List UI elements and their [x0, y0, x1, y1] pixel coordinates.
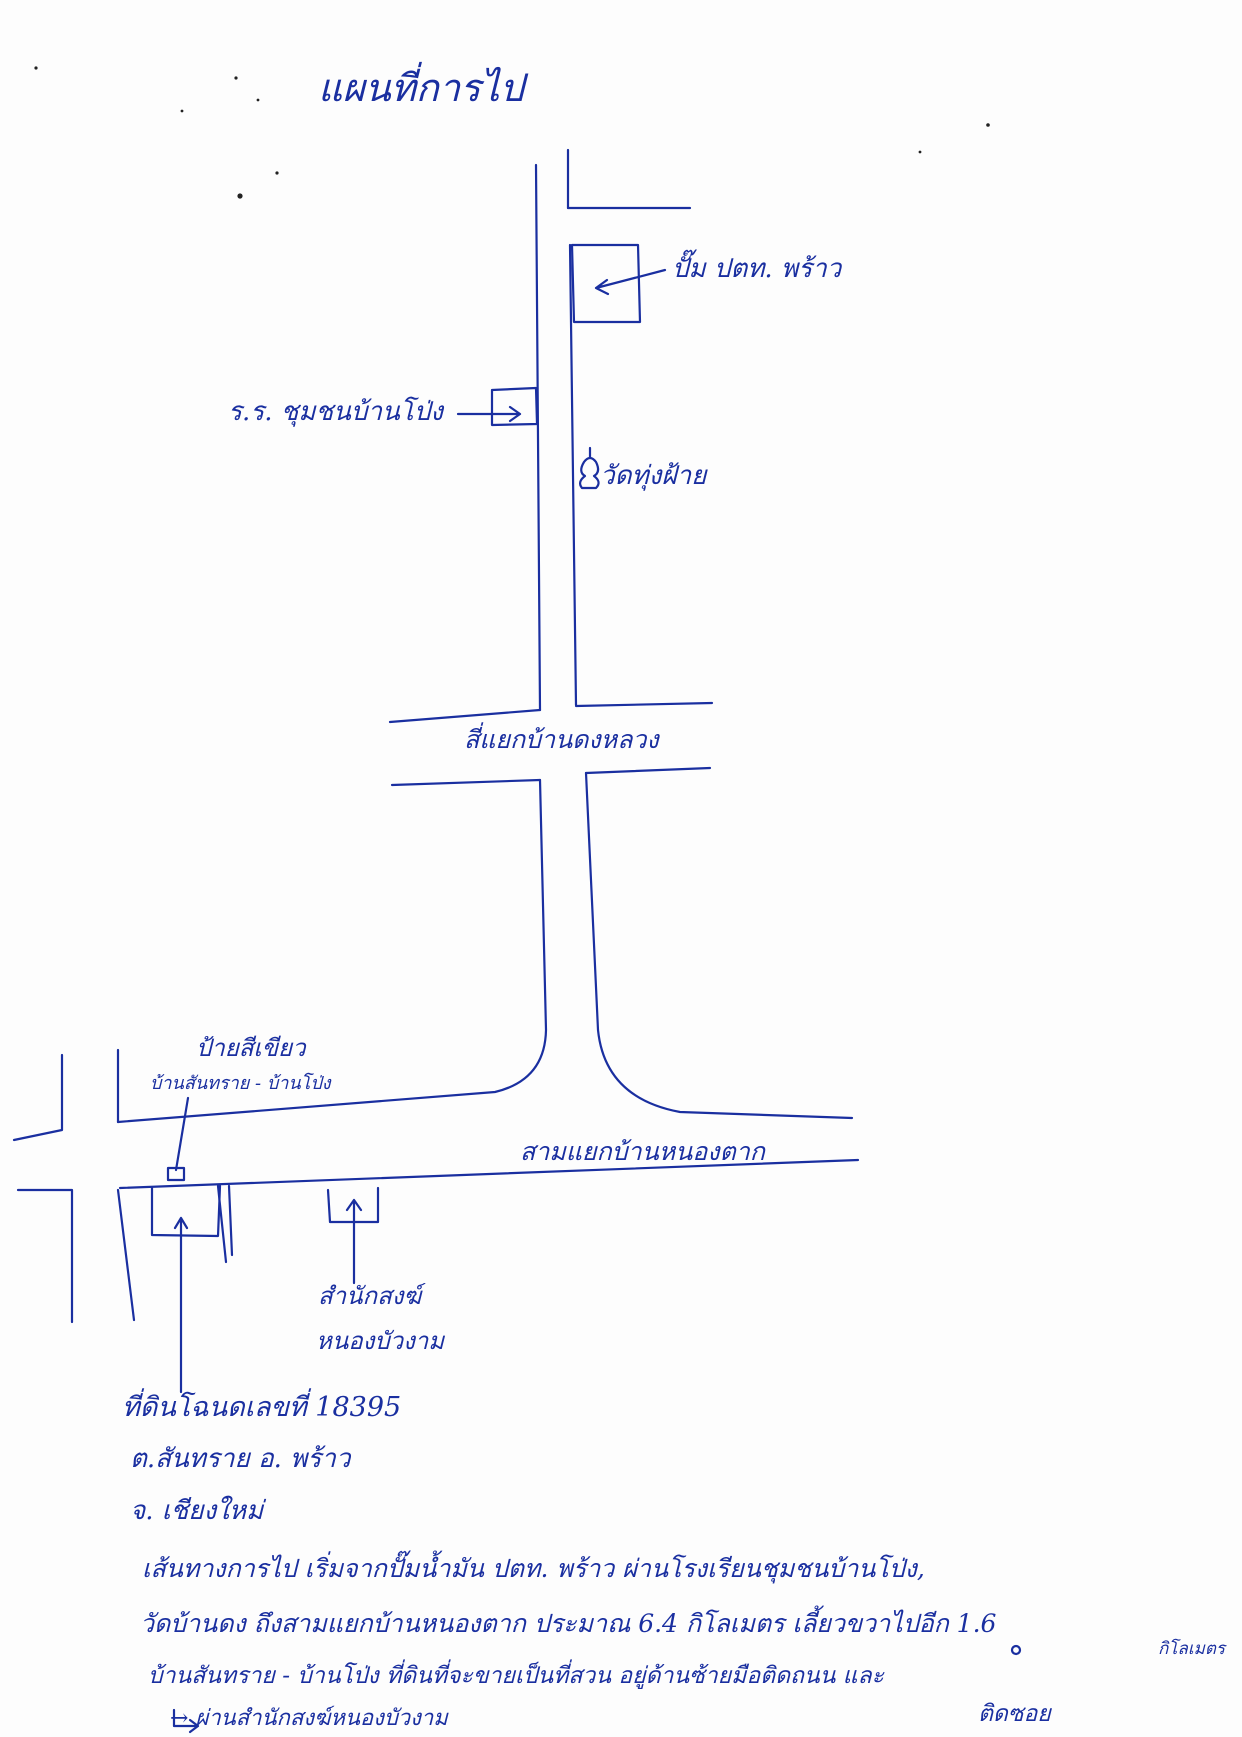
main-road-lower-west-edge [116, 778, 548, 1124]
far-left-road [12, 1053, 74, 1324]
school-label: ร.ร. ชุมชนบ้านโป่ง [228, 397, 443, 427]
main-road-upper-east-edge [566, 148, 578, 707]
office-sublabel: หนองบัวงาม [316, 1327, 445, 1355]
route-signature: ติดซอย [978, 1701, 1051, 1727]
main-road-lower-east-edge [584, 771, 854, 1120]
pump-box [570, 243, 642, 324]
school-arrow [456, 405, 522, 423]
route-line-2: วัดบ้านดง ถึงสามแยกบ้านหนองตาก ประมาณ 6.… [140, 1609, 997, 1638]
junction-1-south-edge [390, 766, 712, 787]
junction-2-label: สามแยกบ้านหนองตาก [520, 1137, 765, 1166]
land-arrow [173, 1216, 189, 1394]
main-road-upper-west-edge [534, 163, 542, 712]
pump-arrow [594, 268, 667, 296]
sign-pointer [174, 1096, 190, 1172]
temple-label: วัดทุ่งฝ้าย [600, 461, 707, 491]
sign-label: ป้ายสีเขียว [196, 1034, 306, 1062]
junction-1-label: สี่แยกบ้านดงหลวง [464, 725, 659, 754]
paper-specks [34, 66, 990, 199]
junction-1-north-edge [388, 701, 714, 724]
school-box [490, 386, 539, 427]
route-line-2-tail: กิโลเมตร [1158, 1639, 1226, 1659]
route-line-3: บ้านสันทราย - บ้านโป่ง ที่ดินที่จะขายเป็… [148, 1663, 884, 1689]
junction-2-south-edge [118, 1158, 860, 1190]
land-parcel-box [150, 1184, 222, 1238]
sign-sublabel: บ้านสันทราย - บ้านโป่ง [150, 1073, 331, 1094]
route-arrow [172, 1708, 200, 1734]
land-parcel-side-lines [216, 1184, 234, 1264]
office-label: สำนักสงฆ์ [318, 1282, 422, 1310]
office-arrow [345, 1198, 363, 1285]
temple-icon [578, 446, 600, 490]
land-province-line: จ. เชียงใหม่ [130, 1496, 264, 1526]
pump-label: ปั๊ม ปตท. พร้าว [672, 254, 842, 284]
map-title: แผนที่การไป [318, 66, 524, 110]
land-district-line: ต.สันทราย อ. พร้าว [130, 1444, 351, 1474]
route-line-4: → ผ่านสำนักสงฆ์หนองบัวงาม [170, 1706, 448, 1731]
lower-left-road [116, 1188, 136, 1322]
sign-marker [166, 1166, 186, 1182]
route-dot [1010, 1644, 1022, 1656]
land-deed-line: ที่ดินโฉนดเลขที่ 18395 [122, 1392, 402, 1423]
route-line-1: เส้นทางการไป เริ่มจากปั๊มน้ำมัน ปตท. พร้… [142, 1554, 925, 1583]
